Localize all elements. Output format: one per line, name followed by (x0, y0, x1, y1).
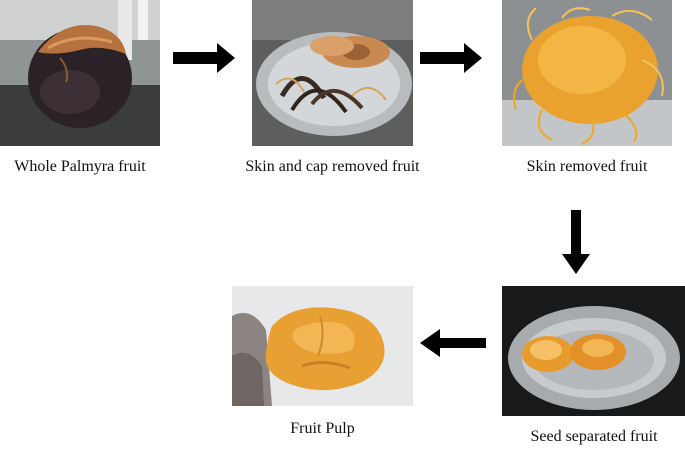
fruit-pulp-photo (232, 286, 413, 406)
caption-skin-removed-fruit: Skin removed fruit (526, 158, 648, 175)
caption-fruit-pulp: Fruit Pulp (290, 420, 355, 437)
skin-and-cap-removed-photo (252, 0, 413, 146)
arrow-right-icon (173, 43, 235, 73)
skin-removed-fruit-photo (502, 0, 672, 146)
seed-separated-fruit-photo (502, 286, 685, 416)
arrow-right-icon (420, 43, 482, 73)
caption-whole-palmyra-fruit: Whole Palmyra fruit (14, 158, 146, 175)
arrow-down-icon (562, 210, 590, 274)
arrow-left-icon (420, 329, 486, 357)
whole-palmyra-fruit-photo (0, 0, 160, 146)
caption-skin-and-cap-removed: Skin and cap removed fruit (245, 158, 420, 175)
caption-seed-separated-fruit: Seed separated fruit (530, 428, 658, 445)
